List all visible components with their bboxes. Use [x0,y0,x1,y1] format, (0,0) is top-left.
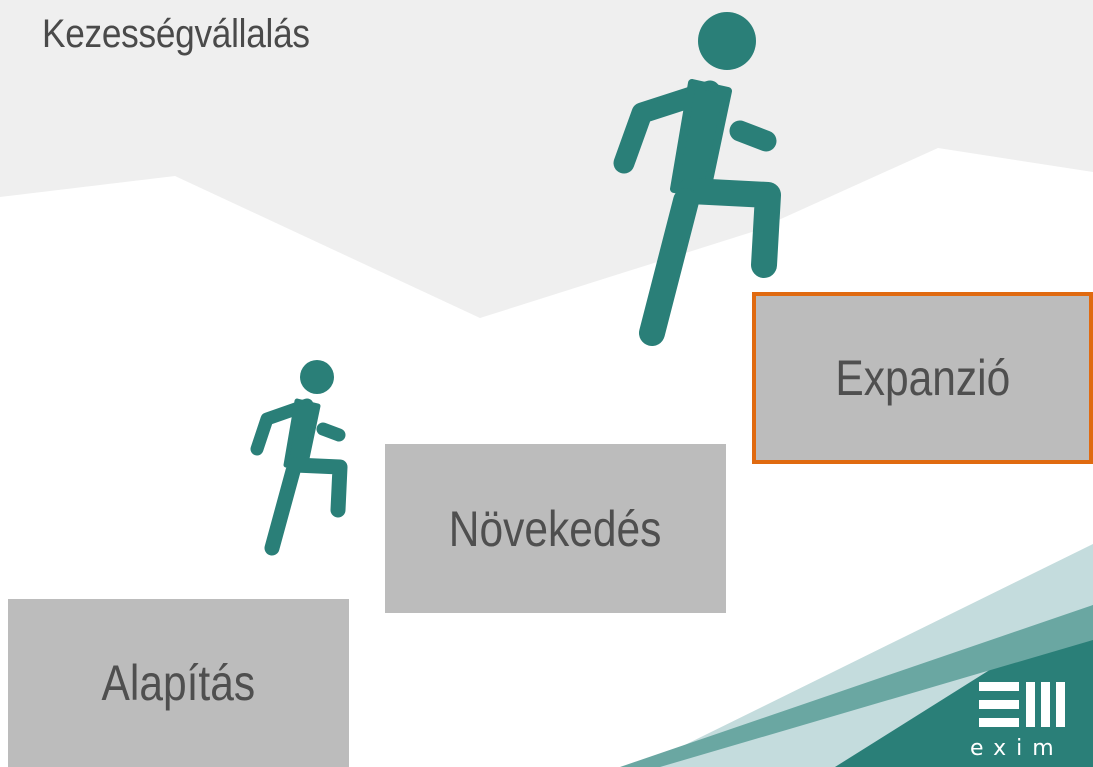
mountain-silhouette [0,0,1093,318]
page-title: Kezességvállalás [42,12,310,56]
exim-logo: exim [960,680,1082,767]
step-alapitas: Alapítás [8,599,349,767]
step-expanzio: Expanzió [752,292,1093,464]
climbing-person-icon [613,12,781,346]
step-novekedes: Növekedés [385,444,726,613]
step-label: Alapítás [101,655,256,711]
corner-band-mid [620,605,1093,767]
step-label: Növekedés [449,500,662,557]
step-label: Expanzió [835,350,1010,406]
exim-wordmark: exim [970,736,1064,761]
climbing-person-icon [250,360,348,556]
exim-logo-mark [979,682,1065,727]
